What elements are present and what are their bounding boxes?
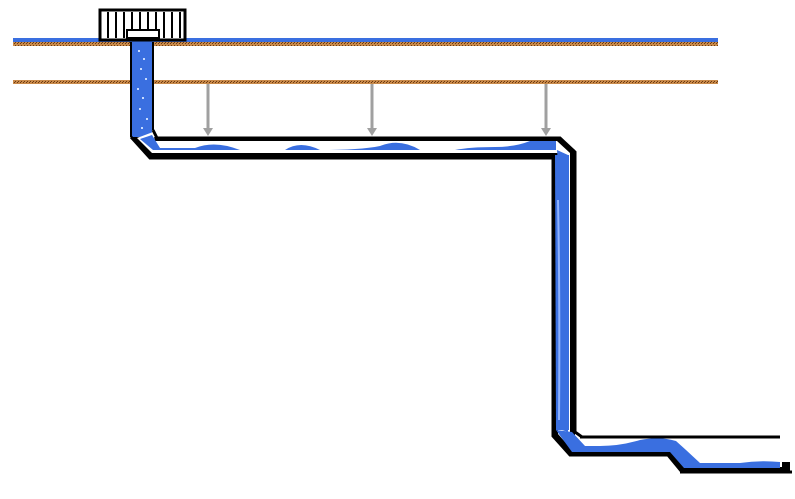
ceiling-line xyxy=(13,80,718,84)
floor-drain-grate xyxy=(98,8,187,42)
pipe-outline xyxy=(129,129,790,474)
horizontal-drain-pipe xyxy=(140,135,556,150)
ground-surface xyxy=(13,38,718,46)
drain-pipe xyxy=(131,132,790,472)
pipe-hanger xyxy=(367,84,377,136)
vertical-drop-pipe xyxy=(555,150,569,432)
pipe-hanger xyxy=(203,84,213,136)
drain-riser xyxy=(130,42,154,137)
pipe-hanger xyxy=(541,84,551,136)
pipe-hangers xyxy=(203,84,551,136)
lower-drain-pipe xyxy=(556,430,780,468)
